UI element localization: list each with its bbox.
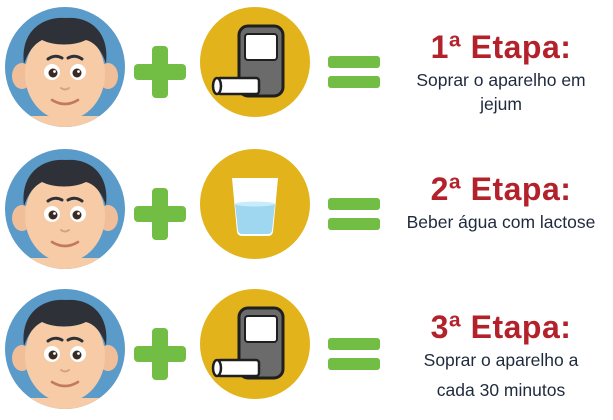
- step-title: 2ª Etapa:: [430, 171, 572, 207]
- person-face-icon: [4, 148, 126, 270]
- step-title: 1ª Etapa:: [430, 29, 572, 65]
- breath-analyzer-icon: [199, 6, 311, 118]
- step-text-3: 3ª Etapa: Soprar o aparelho a cada 30 mi…: [394, 310, 608, 402]
- step-row-2: 2ª Etapa: Beber água com lactose: [0, 142, 613, 272]
- step-description-line-1: Soprar o aparelho a: [423, 350, 579, 370]
- step-description: Soprar o aparelho em jejum: [416, 70, 586, 114]
- step-text-1: 1ª Etapa: Soprar o aparelho em jejum: [394, 30, 608, 116]
- person-face-icon: [4, 6, 126, 128]
- equals-icon: [326, 194, 382, 234]
- equals-icon: [326, 334, 382, 374]
- equals-icon: [326, 52, 382, 92]
- step-description: Beber água com lactose: [406, 212, 596, 232]
- step-row-1: 1ª Etapa: Soprar o aparelho em jejum: [0, 0, 613, 130]
- plus-icon: [132, 326, 188, 382]
- step-title: 3ª Etapa:: [430, 309, 572, 345]
- glass-of-water-icon: [199, 148, 311, 260]
- plus-icon: [132, 44, 188, 100]
- plus-icon: [132, 186, 188, 242]
- breath-analyzer-icon: [199, 288, 311, 400]
- step-description-line-2: cada 30 minutos: [436, 380, 566, 400]
- person-face-icon: [4, 288, 126, 410]
- step-row-3: 3ª Etapa: Soprar o aparelho a cada 30 mi…: [0, 282, 613, 412]
- step-text-2: 2ª Etapa: Beber água com lactose: [394, 172, 608, 234]
